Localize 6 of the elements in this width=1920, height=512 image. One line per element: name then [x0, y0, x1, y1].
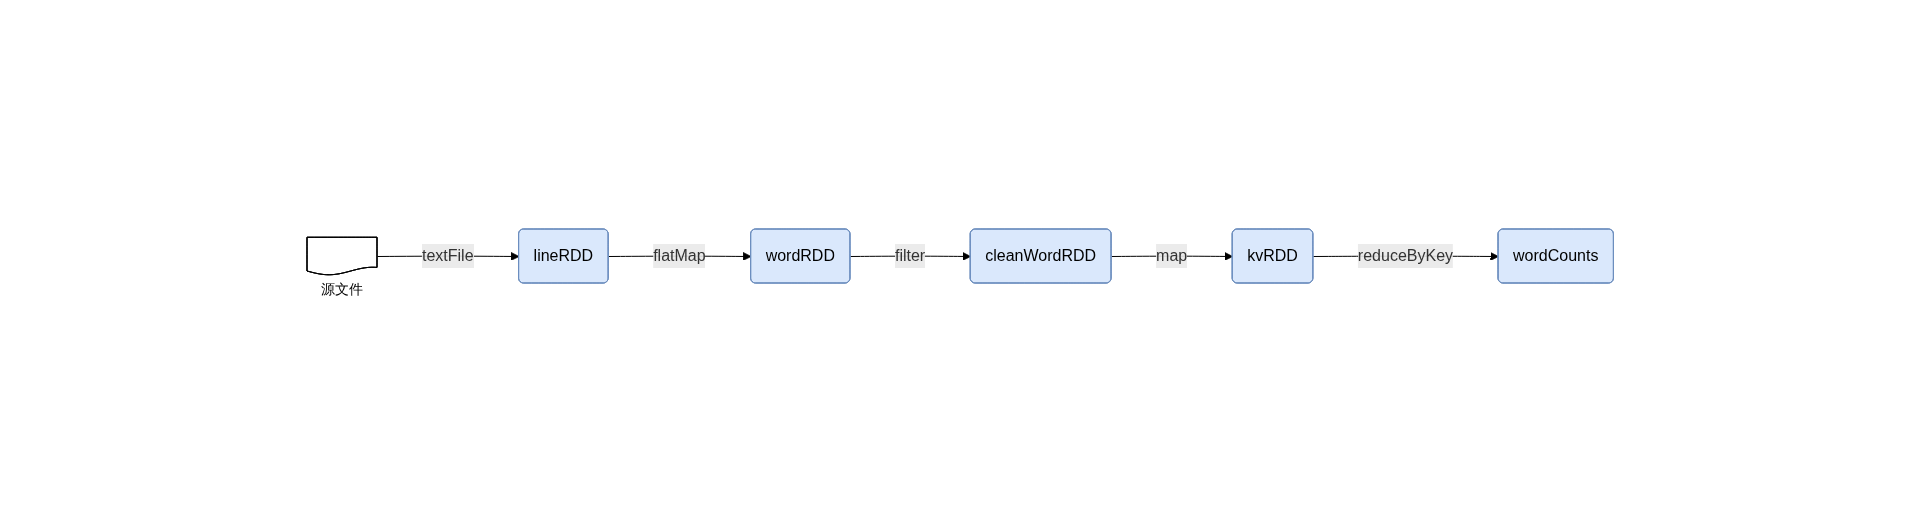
edge-label: map — [1155, 247, 1187, 264]
edge-label: textFile — [421, 247, 474, 264]
edge-label: filter — [894, 247, 925, 264]
node-caption: 源文件 — [320, 280, 363, 299]
edge-label: flatMap — [652, 247, 706, 264]
edge-label: reduceByKey — [1357, 247, 1453, 264]
